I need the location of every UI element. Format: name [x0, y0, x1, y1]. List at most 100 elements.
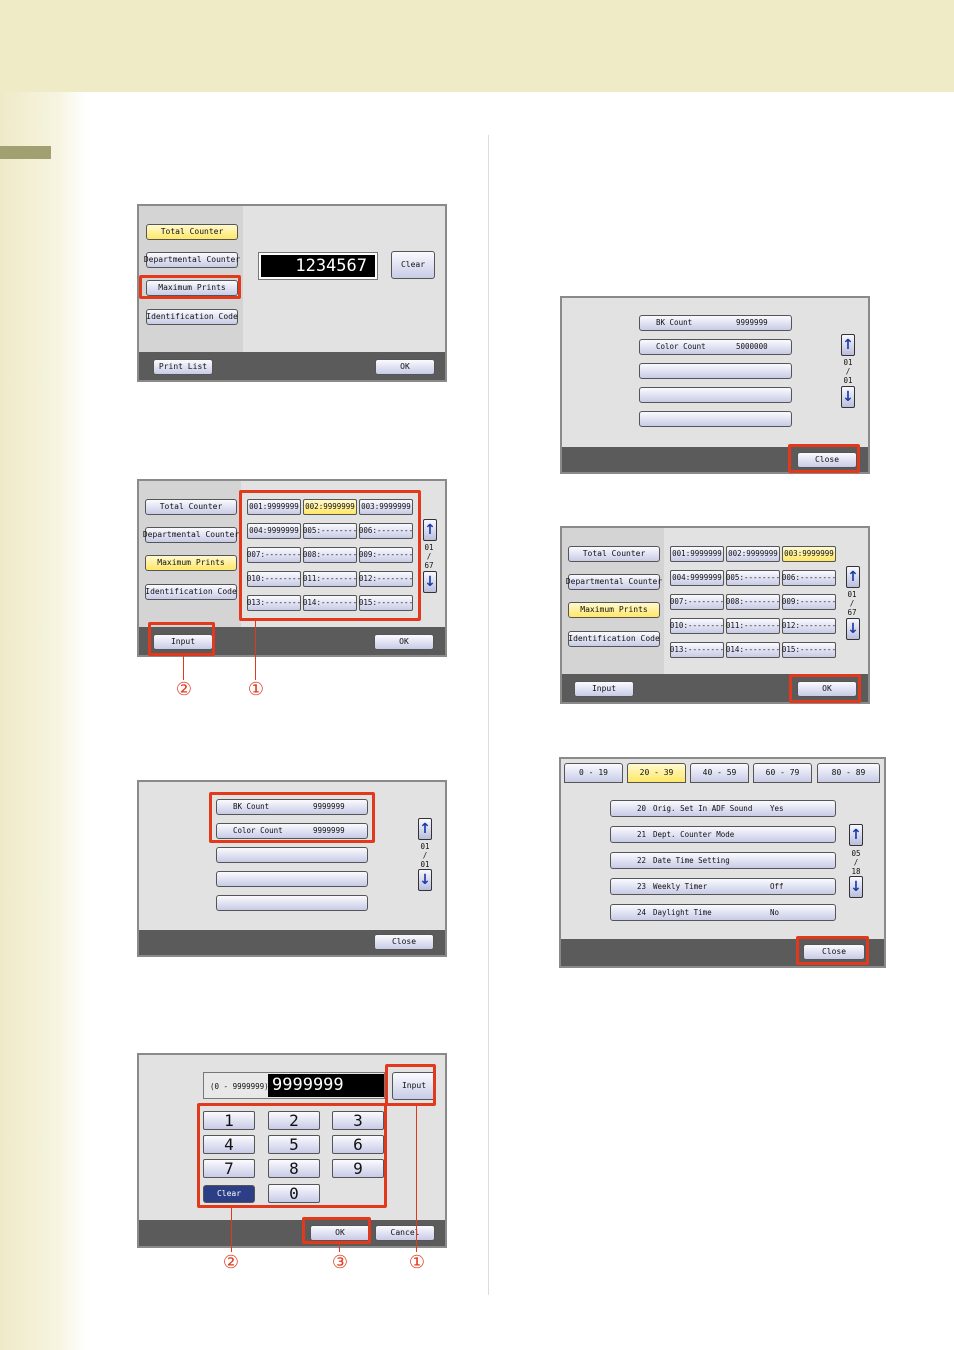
cell-009[interactable]: 009:-------- [359, 547, 413, 563]
empty-row[interactable] [216, 871, 368, 887]
cell-008[interactable]: 008:-------- [303, 547, 357, 563]
cell-007[interactable]: 007:-------- [670, 594, 724, 610]
tab-20-39[interactable]: 20 - 39 [627, 763, 686, 783]
cell-009[interactable]: 009:-------- [782, 594, 836, 610]
key-5[interactable]: 5 [268, 1135, 320, 1154]
menu-departmental-counter[interactable]: Departmental Counter [144, 252, 240, 268]
ok-button[interactable]: OK [375, 359, 435, 375]
print-list-button[interactable]: Print List [153, 359, 213, 375]
tab-0-19[interactable]: 0 - 19 [564, 763, 623, 783]
menu-departmental-counter[interactable]: Departmental Counter [143, 527, 239, 543]
menu-identification-code[interactable]: Identification Code [146, 309, 238, 325]
menu-maximum-prints[interactable]: Maximum Prints [568, 602, 660, 618]
scroll-down-arrow-icon[interactable]: ↓ [846, 618, 860, 640]
menu-total-counter[interactable]: Total Counter [145, 499, 237, 515]
input-button[interactable]: Input [574, 681, 634, 697]
cell-001[interactable]: 001:9999999 [247, 499, 301, 515]
key-2[interactable]: 2 [268, 1111, 320, 1130]
key-7[interactable]: 7 [203, 1159, 255, 1178]
cell-011[interactable]: 011:-------- [726, 618, 780, 634]
cell-008[interactable]: 008:-------- [726, 594, 780, 610]
cell-006[interactable]: 006:-------- [782, 570, 836, 586]
close-button[interactable]: Close [803, 944, 865, 960]
scroll-down-arrow-icon[interactable]: ↓ [849, 876, 863, 898]
menu-maximum-prints[interactable]: Maximum Prints [146, 280, 238, 296]
cell-012[interactable]: 012:-------- [359, 571, 413, 587]
scroll-down-arrow-icon[interactable]: ↓ [423, 571, 437, 593]
ok-button[interactable]: OK [374, 634, 434, 650]
cell-001[interactable]: 001:9999999 [670, 546, 724, 562]
scroll-up-arrow-icon[interactable]: ↑ [423, 519, 437, 541]
cancel-button[interactable]: Cancel [375, 1225, 435, 1241]
cell-012[interactable]: 012:-------- [782, 618, 836, 634]
input-button[interactable]: Input [392, 1072, 436, 1100]
cell-010[interactable]: 010:-------- [247, 571, 301, 587]
cell-002[interactable]: 002:9999999 [726, 546, 780, 562]
cell-004[interactable]: 004:9999999 [247, 523, 301, 539]
tab-60-79[interactable]: 60 - 79 [753, 763, 812, 783]
color-count-value: 9999999 [313, 826, 345, 835]
scroll-up-arrow-icon[interactable]: ↑ [846, 566, 860, 588]
empty-row[interactable] [216, 847, 368, 863]
close-button[interactable]: Close [797, 452, 857, 468]
cell-014[interactable]: 014:-------- [726, 642, 780, 658]
cell-004[interactable]: 004:9999999 [670, 570, 724, 586]
cell-013[interactable]: 013:-------- [670, 642, 724, 658]
scroll-up-arrow-icon[interactable]: ↑ [418, 818, 432, 840]
settings-screen: 0 - 19 20 - 39 40 - 59 60 - 79 80 - 89 2… [559, 757, 886, 968]
cell-003[interactable]: 003:9999999 [359, 499, 413, 515]
empty-row[interactable] [216, 895, 368, 911]
key-8[interactable]: 8 [268, 1159, 320, 1178]
setting-label: Date Time Setting [653, 856, 730, 865]
scroll-down-arrow-icon[interactable]: ↓ [418, 869, 432, 891]
scroll-down-arrow-icon[interactable]: ↓ [841, 386, 855, 408]
clear-button[interactable]: Clear [391, 251, 435, 279]
key-4[interactable]: 4 [203, 1135, 255, 1154]
empty-row[interactable] [639, 387, 792, 403]
key-1[interactable]: 1 [203, 1111, 255, 1130]
menu-departmental-counter[interactable]: Departmental Counter [566, 574, 662, 590]
menu-identification-code[interactable]: Identification Code [145, 584, 237, 600]
scroll-up-arrow-icon[interactable]: ↑ [841, 334, 855, 356]
tab-80-89[interactable]: 80 - 89 [817, 763, 880, 783]
empty-row[interactable] [639, 363, 792, 379]
key-0[interactable]: 0 [268, 1184, 320, 1203]
cell-013[interactable]: 013:-------- [247, 595, 301, 611]
key-6[interactable]: 6 [332, 1135, 384, 1154]
menu-total-counter[interactable]: Total Counter [146, 224, 238, 240]
clear-key[interactable]: Clear [203, 1185, 255, 1203]
cell-005[interactable]: 005:-------- [726, 570, 780, 586]
setting-number: 24 [637, 908, 647, 917]
cell-007[interactable]: 007:-------- [247, 547, 301, 563]
cell-006[interactable]: 006:-------- [359, 523, 413, 539]
menu-identification-code[interactable]: Identification Code [568, 631, 660, 647]
cell-014[interactable]: 014:-------- [303, 595, 357, 611]
menu-maximum-prints[interactable]: Maximum Prints [145, 555, 237, 571]
column-divider [488, 135, 489, 1295]
cell-002[interactable]: 002:9999999 [303, 499, 357, 515]
key-3[interactable]: 3 [332, 1111, 384, 1130]
close-button[interactable]: Close [374, 934, 434, 950]
cell-011[interactable]: 011:-------- [303, 571, 357, 587]
tab-40-59[interactable]: 40 - 59 [690, 763, 749, 783]
setting-value: Yes [770, 804, 784, 813]
scroll-up-arrow-icon[interactable]: ↑ [849, 824, 863, 846]
ok-button[interactable]: OK [797, 681, 857, 697]
cell-015[interactable]: 015:-------- [782, 642, 836, 658]
empty-row[interactable] [639, 411, 792, 427]
cell-005[interactable]: 005:-------- [303, 523, 357, 539]
key-9[interactable]: 9 [332, 1159, 384, 1178]
cell-003[interactable]: 003:9999999 [782, 546, 836, 562]
cell-010[interactable]: 010:-------- [670, 618, 724, 634]
cell-015[interactable]: 015:-------- [359, 595, 413, 611]
menu-total-counter[interactable]: Total Counter [568, 546, 660, 562]
